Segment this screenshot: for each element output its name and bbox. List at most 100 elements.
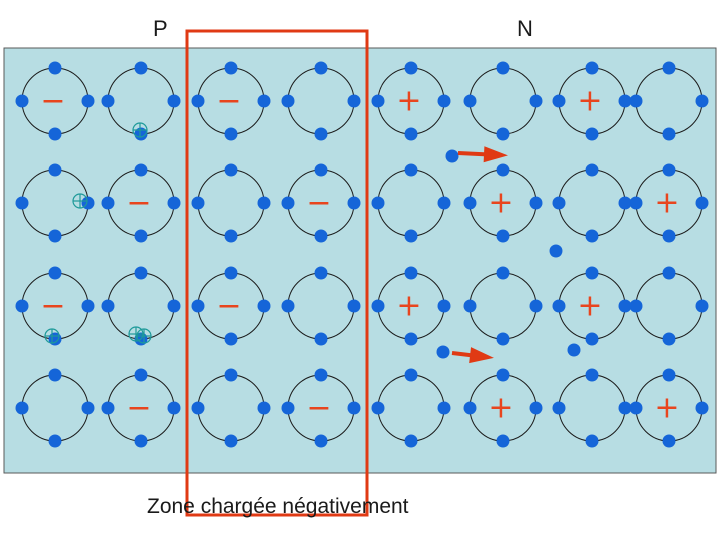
electron-dot — [695, 94, 709, 108]
crystal-background — [3, 47, 717, 474]
atom: − — [191, 61, 271, 141]
positive-ion-charge: + — [396, 289, 421, 324]
atom: + — [552, 266, 632, 346]
electron-dot — [48, 266, 62, 280]
electron-dot — [662, 368, 676, 382]
negative-ion-charge: − — [216, 84, 241, 119]
electron-dot — [404, 332, 418, 346]
electron-dot — [662, 332, 676, 346]
atom — [15, 368, 95, 448]
electron-dot — [167, 94, 181, 108]
electron-dot — [314, 266, 328, 280]
electron-dot — [101, 196, 115, 210]
electron-dot — [48, 434, 62, 448]
hole-marker — [136, 328, 152, 344]
positive-ion-charge: + — [654, 391, 679, 426]
positive-ion-charge: + — [654, 186, 679, 221]
electron-dot — [191, 299, 205, 313]
atom — [629, 266, 709, 346]
electron-dot — [371, 196, 385, 210]
electron-dot — [404, 266, 418, 280]
electron-dot — [496, 127, 510, 141]
electron-dot — [224, 229, 238, 243]
electron-dot — [281, 299, 295, 313]
atom: − — [101, 368, 181, 448]
electron-dot — [134, 434, 148, 448]
electron-dot — [552, 94, 566, 108]
electron-dot — [404, 368, 418, 382]
negative-ion-charge: − — [306, 186, 331, 221]
atom: + — [629, 163, 709, 243]
electron-dot — [662, 434, 676, 448]
electron-dot — [224, 266, 238, 280]
atom: + — [463, 368, 543, 448]
electron-dot — [81, 94, 95, 108]
atom — [371, 163, 451, 243]
electron-dot — [695, 196, 709, 210]
electron-dot — [257, 94, 271, 108]
atom — [463, 266, 543, 346]
atom: + — [371, 61, 451, 141]
electron-dot — [281, 401, 295, 415]
atom: − — [191, 266, 271, 346]
electron-dot — [463, 94, 477, 108]
electron-dot — [662, 61, 676, 75]
electron-dot — [48, 127, 62, 141]
electron-dot — [81, 401, 95, 415]
electron-dot — [404, 61, 418, 75]
atom — [191, 368, 271, 448]
electron-dot — [463, 401, 477, 415]
atom — [371, 368, 451, 448]
electron-dot — [585, 368, 599, 382]
electron-dot — [134, 229, 148, 243]
electron-dot — [437, 94, 451, 108]
electron-dot — [314, 61, 328, 75]
atom: − — [281, 368, 361, 448]
electron-dot — [463, 196, 477, 210]
p-region-label: P — [153, 16, 168, 41]
electron-dot — [585, 163, 599, 177]
electron-dot — [314, 434, 328, 448]
electron-dot — [695, 401, 709, 415]
electron-dot — [585, 229, 599, 243]
atom: + — [371, 266, 451, 346]
electron-dot — [347, 196, 361, 210]
atom — [191, 163, 271, 243]
positive-ion-charge: + — [488, 186, 513, 221]
electron-dot — [15, 94, 29, 108]
atom — [463, 61, 543, 141]
electron-dot — [695, 299, 709, 313]
electron-dot — [437, 401, 451, 415]
electron-dot — [496, 368, 510, 382]
electron-dot — [15, 401, 29, 415]
negative-zone-frame — [185, 29, 369, 517]
electron-dot — [224, 434, 238, 448]
electron-dot — [585, 127, 599, 141]
electron-dot — [347, 94, 361, 108]
electron-dot — [257, 401, 271, 415]
electron-dot — [552, 401, 566, 415]
electron-dot — [101, 401, 115, 415]
electron-dot — [224, 332, 238, 346]
electron-dot — [48, 332, 62, 346]
electron-dot — [224, 163, 238, 177]
electron-dot — [496, 332, 510, 346]
electron-dot — [224, 368, 238, 382]
electron-dot — [552, 196, 566, 210]
electron-dot — [404, 163, 418, 177]
atom — [552, 368, 632, 448]
free-electron — [436, 345, 450, 359]
carriers-layer — [44, 122, 581, 364]
electron-dot — [496, 163, 510, 177]
electron-dot — [134, 61, 148, 75]
electron-dot — [81, 299, 95, 313]
hole-marker — [72, 193, 88, 209]
electron-dot — [281, 94, 295, 108]
electron-dot — [585, 434, 599, 448]
diffusion-arrow — [457, 146, 508, 163]
atom: − — [281, 163, 361, 243]
electron-dot — [371, 94, 385, 108]
electron-dot — [529, 94, 543, 108]
atom: − — [15, 61, 95, 141]
